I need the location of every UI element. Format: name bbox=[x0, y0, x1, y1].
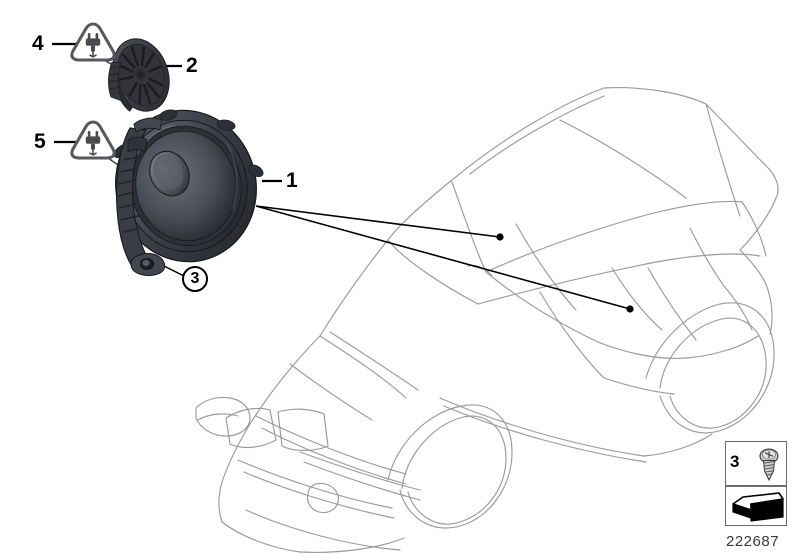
cover-geometry bbox=[108, 38, 170, 112]
electrical-plug-icon bbox=[85, 131, 101, 156]
leader-line-rear-door bbox=[255, 205, 631, 310]
self-tapping-screw-icon bbox=[759, 448, 779, 482]
callout-3-screw: 3 bbox=[182, 266, 208, 292]
leader-line-front-door bbox=[255, 205, 501, 238]
diagram-id-number: 222687 bbox=[726, 533, 780, 550]
leader-endpoint-front-door-speaker bbox=[496, 233, 504, 241]
callout-4-connector: 4 bbox=[32, 32, 44, 55]
electrical-plug-icon bbox=[85, 33, 101, 58]
leader-endpoint-rear-door-speaker bbox=[626, 305, 634, 313]
speaker-frame-side bbox=[116, 117, 166, 276]
callout-1-loudspeaker: 1 bbox=[286, 169, 298, 192]
speaker-geometry bbox=[113, 109, 264, 263]
block-arrow-icon bbox=[732, 492, 784, 522]
connector-symbol-5 bbox=[70, 120, 116, 160]
legend-arrow-cell bbox=[725, 486, 787, 526]
callout-5-connector: 5 bbox=[34, 130, 46, 153]
legend-screw-number: 3 bbox=[730, 452, 740, 471]
legend-screw-cell: 3 bbox=[725, 441, 787, 486]
callout-2-speaker-cover: 2 bbox=[186, 54, 198, 77]
connector-symbol-4 bbox=[70, 22, 116, 62]
